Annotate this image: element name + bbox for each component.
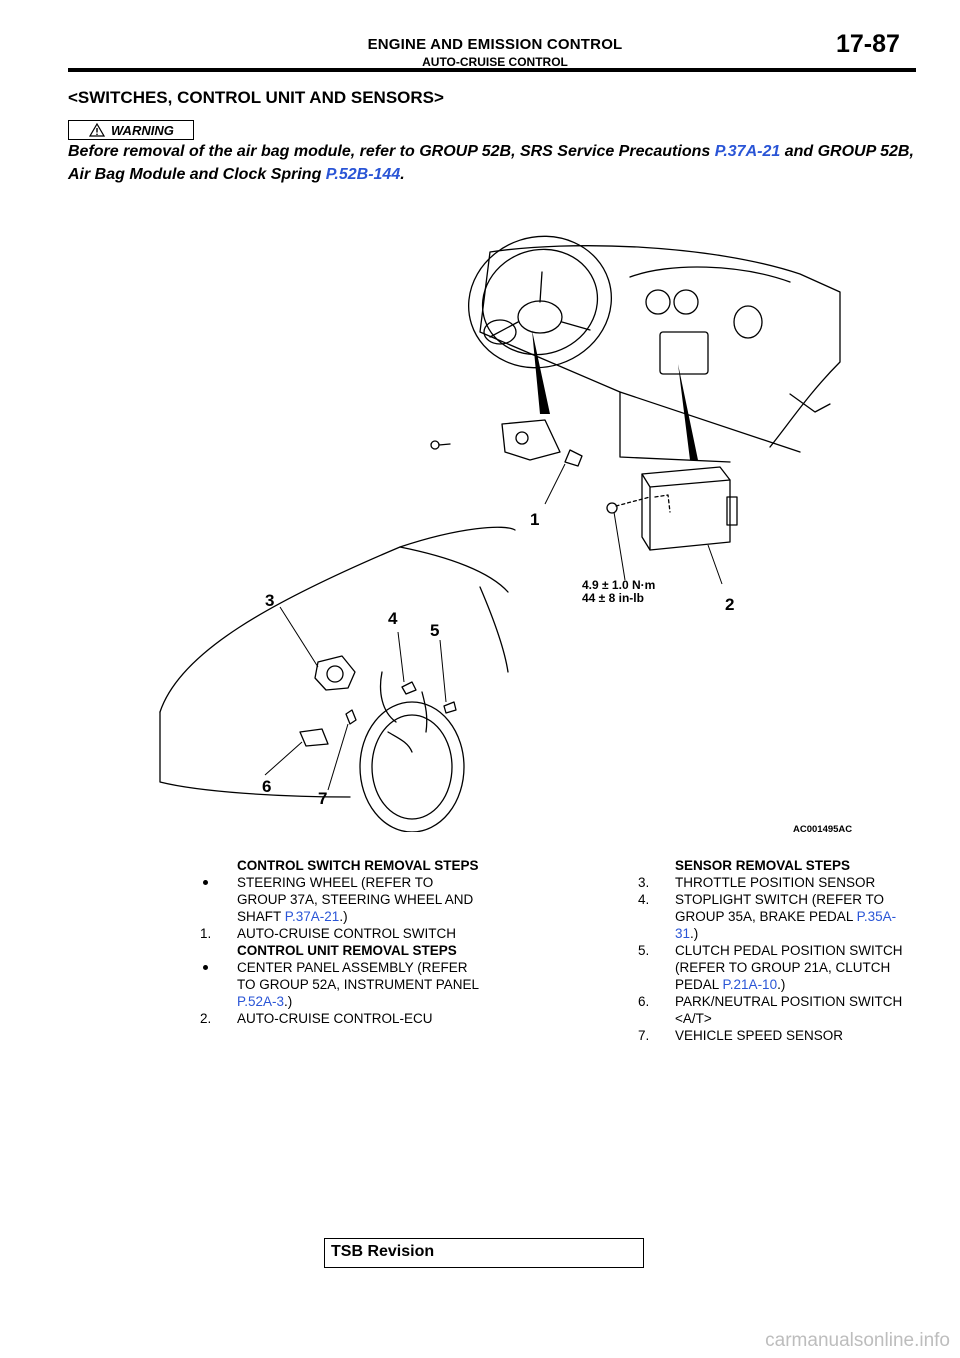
list-item: 2. AUTO-CRUISE CONTROL-ECU: [200, 1010, 485, 1027]
step-text: STOPLIGHT SWITCH (REFER TO GROUP 35A, BR…: [675, 892, 885, 924]
warning-text-part1: Before removal of the air bag module, re…: [68, 143, 715, 160]
steering-wheel: [467, 235, 613, 369]
callout-2: 2: [725, 595, 734, 614]
step-end-punct: .): [284, 994, 293, 1009]
step-number: 6.: [638, 994, 650, 1009]
step-text: AUTO-CRUISE CONTROL SWITCH: [237, 926, 457, 941]
clutch-switch: [443, 701, 457, 714]
step-number: 4.: [638, 892, 650, 907]
callout-5: 5: [430, 621, 439, 640]
list-item: 7. VEHICLE SPEED SENSOR: [638, 1027, 918, 1044]
warning-text-part3: .: [400, 166, 405, 183]
link-p37a-21-list[interactable]: P.37A-21: [284, 909, 340, 924]
header-rule: [68, 68, 916, 72]
step-end-punct: .): [777, 977, 786, 992]
header-title: ENGINE AND EMISSION CONTROL: [367, 36, 623, 53]
step-text: AUTO-CRUISE CONTROL-ECU: [237, 1011, 433, 1026]
torque-spec-metric: 4.9 ± 1.0 N·m: [582, 578, 655, 592]
list-item: 5. CLUTCH PEDAL POSITION SWITCH (REFER T…: [638, 942, 918, 993]
callout-1: 1: [530, 510, 539, 529]
warning-label: WARNING: [111, 122, 174, 138]
header-subtitle: AUTO-CRUISE CONTROL: [422, 55, 568, 69]
step-number: 7.: [638, 1028, 650, 1043]
vehicle-body-outline: [159, 526, 516, 713]
warning-text: Before removal of the air bag module, re…: [68, 140, 928, 186]
step-number: 3.: [638, 875, 650, 890]
list-item: CENTER PANEL ASSEMBLY (REFER TO GROUP 52…: [200, 959, 485, 1010]
section-heading: <SWITCHES, CONTROL UNIT AND SENSORS>: [68, 88, 444, 107]
link-p37a-21[interactable]: P.37A-21: [714, 143, 781, 160]
callout-3: 3: [265, 591, 274, 610]
list-item: STEERING WHEEL (REFER TO GROUP 37A, STEE…: [200, 874, 485, 925]
link-p21a-10[interactable]: P.21A-10: [722, 977, 778, 992]
component-location-illustration: 1 2 3 4 5 6 7 4.9 ± 1.0 N·m 44 ± 8 in-lb…: [159, 235, 852, 832]
list-item: 1. AUTO-CRUISE CONTROL SWITCH: [200, 925, 485, 942]
dashboard-outline: [479, 245, 841, 453]
watermark: carmanualsonline.info: [765, 1330, 950, 1351]
torque-spec-imperial: 44 ± 8 in-lb: [582, 591, 644, 605]
step-end-punct: .): [339, 909, 348, 924]
list-item: 3. THROTTLE POSITION SENSOR: [638, 874, 918, 891]
link-p52a-3[interactable]: P.52A-3: [237, 994, 285, 1009]
warning-triangle-icon: [89, 123, 105, 137]
control-switch-removal-heading: CONTROL SWITCH REMOVAL STEPS: [237, 858, 479, 873]
step-text: VEHICLE SPEED SENSOR: [675, 1028, 844, 1043]
bullet-icon: [203, 880, 208, 885]
warning-text-part2: and GROUP 52B, Air Bag Module and Clock …: [68, 143, 914, 183]
vehicle-speed-sensor: [345, 709, 357, 725]
tsb-revision-label: TSB Revision: [331, 1243, 435, 1260]
figure-code: AC001495AC: [793, 824, 852, 832]
callout-4: 4: [388, 609, 398, 628]
bullet-icon: [203, 965, 208, 970]
cruise-control-ecu: [641, 466, 731, 551]
front-wheel: [359, 701, 465, 832]
callout-6: 6: [262, 777, 271, 796]
park-neutral-switch: [299, 728, 329, 747]
tsb-revision-box: TSB Revision: [324, 1238, 644, 1268]
warning-badge: WARNING: [68, 120, 194, 140]
link-p35a-31[interactable]: P.35A-31: [675, 909, 897, 941]
step-text: PARK/NEUTRAL POSITION SWITCH <A/T>: [675, 994, 903, 1026]
sensor-removal-heading: SENSOR REMOVAL STEPS: [675, 858, 851, 873]
right-procedure-column: SENSOR REMOVAL STEPS 3. THROTTLE POSITIO…: [638, 857, 918, 1044]
left-procedure-column: CONTROL SWITCH REMOVAL STEPS STEERING WH…: [200, 857, 485, 1027]
step-number: 2.: [200, 1011, 212, 1026]
center-panel-step-text: CENTER PANEL ASSEMBLY (REFER TO GROUP 52…: [237, 960, 479, 992]
control-unit-removal-heading: CONTROL UNIT REMOVAL STEPS: [237, 943, 457, 958]
throttle-body: [314, 655, 356, 691]
list-item: 6. PARK/NEUTRAL POSITION SWITCH <A/T>: [638, 993, 918, 1027]
page-number: 17-87: [836, 30, 900, 58]
steering-wheel-step-text: STEERING WHEEL (REFER TO GROUP 37A, STEE…: [237, 875, 474, 924]
step-text: THROTTLE POSITION SENSOR: [675, 875, 876, 890]
step-number: 1.: [200, 926, 212, 941]
link-p52b-144[interactable]: P.52B-144: [325, 166, 401, 183]
list-item: 4. STOPLIGHT SWITCH (REFER TO GROUP 35A,…: [638, 891, 918, 942]
callout-7: 7: [318, 789, 327, 808]
step-end-punct: .): [690, 926, 699, 941]
step-text: CLUTCH PEDAL POSITION SWITCH (REFER TO G…: [675, 943, 903, 992]
step-number: 5.: [638, 943, 650, 958]
stoplight-switch: [401, 681, 417, 695]
control-switch: [501, 419, 561, 461]
